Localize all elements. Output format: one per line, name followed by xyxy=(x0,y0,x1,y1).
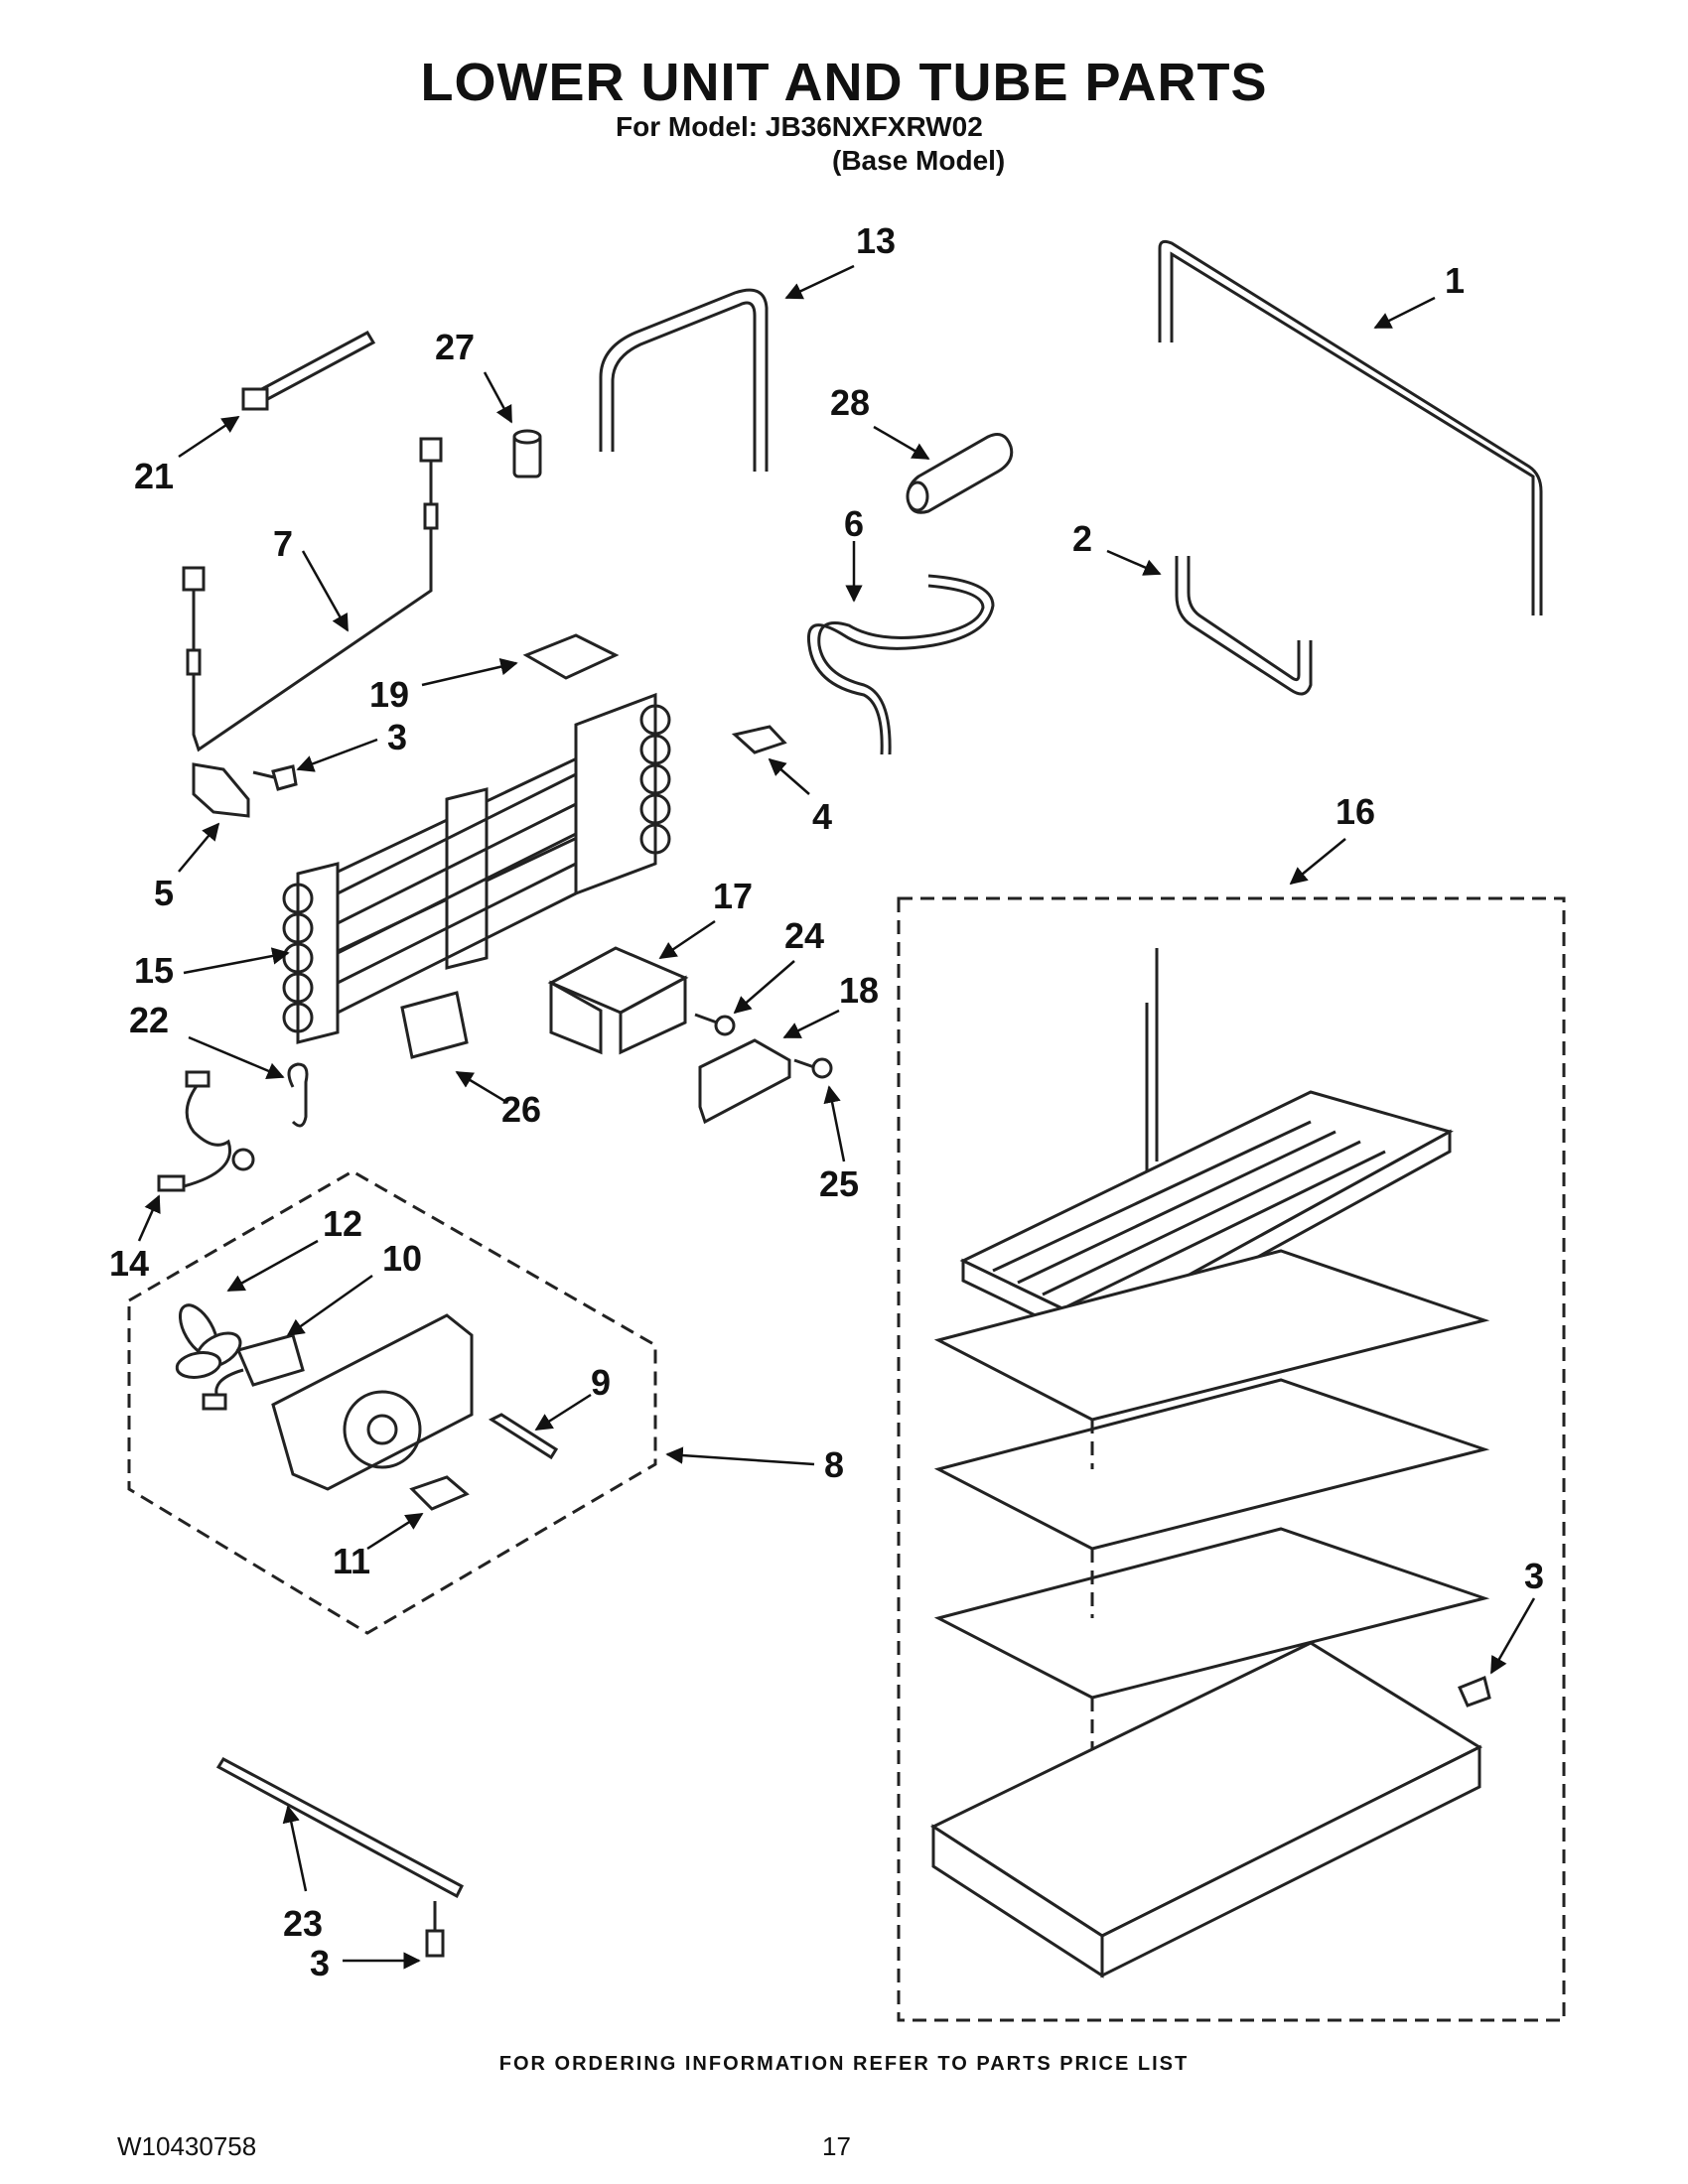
callout-24: 24 xyxy=(784,915,824,956)
callout-27: 27 xyxy=(435,327,475,367)
leader-11 xyxy=(366,1512,424,1551)
leader-14 xyxy=(137,1194,161,1242)
model-line: For Model: JB36NXFXRW02 xyxy=(616,111,983,142)
leader-10 xyxy=(286,1274,373,1337)
callout-14: 14 xyxy=(109,1243,149,1284)
part-27-cylinder xyxy=(512,429,542,478)
leader-16 xyxy=(1289,838,1346,886)
leader-21 xyxy=(178,415,240,459)
callout-7: 7 xyxy=(273,523,293,564)
leader-25 xyxy=(823,1085,846,1162)
part-2-tube xyxy=(1175,556,1313,696)
callout-28: 28 xyxy=(830,382,870,423)
part-22-hook xyxy=(287,1062,309,1128)
part-8-fan-housing xyxy=(271,1313,474,1491)
callout-9: 9 xyxy=(591,1362,611,1403)
part-19-pad xyxy=(522,633,620,680)
callout-25: 25 xyxy=(819,1163,859,1204)
leader-28 xyxy=(873,425,930,461)
part-11-clip xyxy=(409,1475,470,1511)
part-6-tube xyxy=(806,574,995,755)
callout-3c: 3 xyxy=(1524,1556,1544,1596)
callout-12: 12 xyxy=(323,1203,362,1244)
part-3-screw-a xyxy=(252,764,298,791)
part-1-tube xyxy=(1158,239,1543,615)
leader-19 xyxy=(421,658,518,687)
part-10-motor xyxy=(202,1333,305,1411)
callout-19: 19 xyxy=(369,674,409,715)
leader-15 xyxy=(183,947,290,975)
callout-1: 1 xyxy=(1445,260,1465,301)
leader-17 xyxy=(658,919,716,960)
part-12-fan-blade xyxy=(175,1303,242,1379)
part-23-rail xyxy=(215,1757,464,1899)
callout-11: 11 xyxy=(333,1541,370,1581)
part-21-cable-tie xyxy=(241,331,376,411)
callout-3a: 3 xyxy=(387,717,407,757)
part-3-screw-c xyxy=(1457,1675,1491,1707)
callout-26: 26 xyxy=(501,1089,541,1130)
leader-5 xyxy=(178,822,220,873)
part-5-bracket xyxy=(192,762,250,818)
part-17-cover xyxy=(547,946,689,1055)
part-28-tube xyxy=(906,433,1014,514)
part-15-evaporator xyxy=(282,692,671,1044)
callout-16: 16 xyxy=(1336,791,1375,832)
callout-2: 2 xyxy=(1072,518,1092,559)
leader-9 xyxy=(534,1393,592,1432)
leader-12 xyxy=(226,1239,319,1293)
leader-1 xyxy=(1373,296,1436,330)
leader-3a xyxy=(296,738,378,772)
part-13-tube xyxy=(599,288,769,472)
model-note: (Base Model) xyxy=(832,145,1006,176)
leader-27 xyxy=(483,371,513,424)
callout-22: 22 xyxy=(129,1000,169,1040)
leader-13 xyxy=(784,264,855,300)
leader-18 xyxy=(782,1009,840,1039)
part-14-wire xyxy=(157,1070,255,1192)
part-4-clip xyxy=(731,725,787,754)
page-number: 17 xyxy=(822,2131,851,2161)
page-title: LOWER UNIT AND TUBE PARTS xyxy=(420,53,1268,112)
document-number: W10430758 xyxy=(117,2131,257,2161)
leader-7 xyxy=(301,550,350,632)
callout-13: 13 xyxy=(856,220,896,261)
leader-22 xyxy=(188,1035,285,1079)
leader-24 xyxy=(733,960,795,1015)
callout-8: 8 xyxy=(824,1444,844,1485)
part-3-screw-b xyxy=(425,1901,445,1958)
callout-17: 17 xyxy=(713,876,753,916)
part-8-assembly-outline xyxy=(127,1169,657,1635)
part-25-screw xyxy=(793,1057,833,1079)
callout-3b: 3 xyxy=(310,1943,330,1983)
callout-10: 10 xyxy=(382,1238,422,1279)
leader-2 xyxy=(1106,549,1162,576)
leader-4 xyxy=(768,757,810,795)
part-7-wire-harness xyxy=(182,437,443,752)
callout-18: 18 xyxy=(839,970,879,1011)
leader-3c xyxy=(1489,1597,1536,1675)
callout-15: 15 xyxy=(134,950,174,991)
part-24-screw xyxy=(694,1013,736,1036)
callout-21: 21 xyxy=(134,456,174,496)
ordering-note: FOR ORDERING INFORMATION REFER TO PARTS … xyxy=(498,2053,1190,2075)
part-9-bracket xyxy=(488,1413,559,1460)
callout-23: 23 xyxy=(283,1903,323,1944)
part-18-plate xyxy=(698,1038,791,1125)
leader-23 xyxy=(282,1805,308,1892)
part-16-assembly-outline xyxy=(897,896,1566,2022)
part-16-drain-pan xyxy=(929,948,1490,1979)
callout-5: 5 xyxy=(154,873,174,913)
callout-4: 4 xyxy=(812,796,832,837)
leader-8 xyxy=(665,1446,815,1466)
part-26-pad xyxy=(400,991,469,1059)
leader-26 xyxy=(455,1070,507,1104)
callout-6: 6 xyxy=(844,503,864,544)
